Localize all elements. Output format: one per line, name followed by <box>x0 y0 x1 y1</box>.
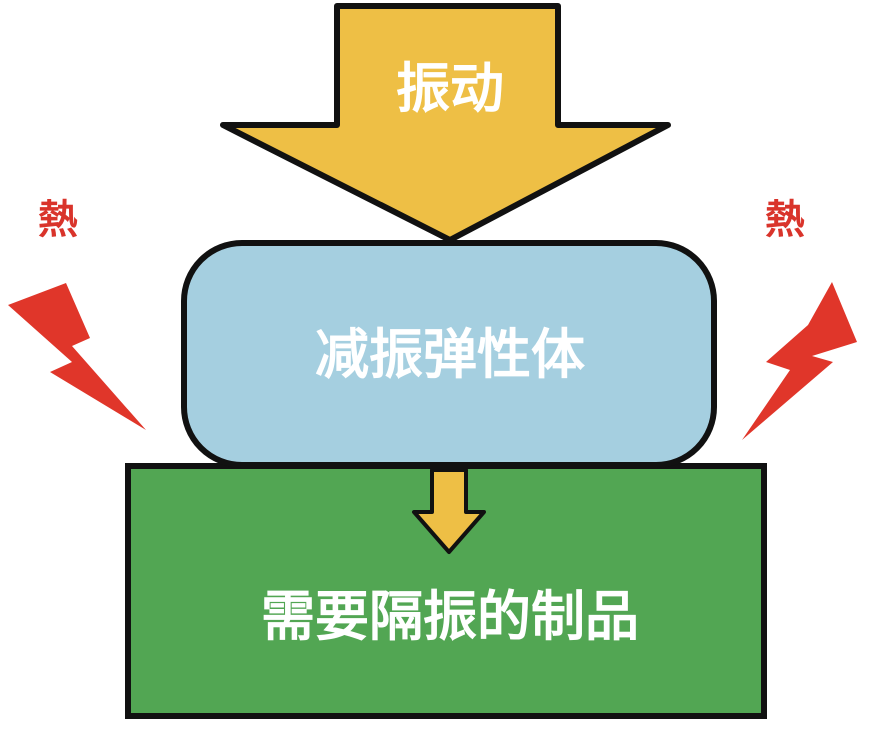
heat-bolt-right-icon <box>742 282 857 440</box>
transmission-arrow <box>412 468 486 554</box>
heat-label-right: 熱 <box>765 197 805 243</box>
heat-label-left: 熱 <box>38 197 78 243</box>
heat-bolt-left-icon <box>8 283 146 430</box>
product-label: 需要隔振的制品 <box>261 585 639 648</box>
vibration-arrow <box>220 3 671 243</box>
damper-elastomer-label: 减振弹性体 <box>315 323 585 386</box>
vibration-label: 振动 <box>396 57 504 120</box>
damper-elastomer-box <box>181 240 717 468</box>
